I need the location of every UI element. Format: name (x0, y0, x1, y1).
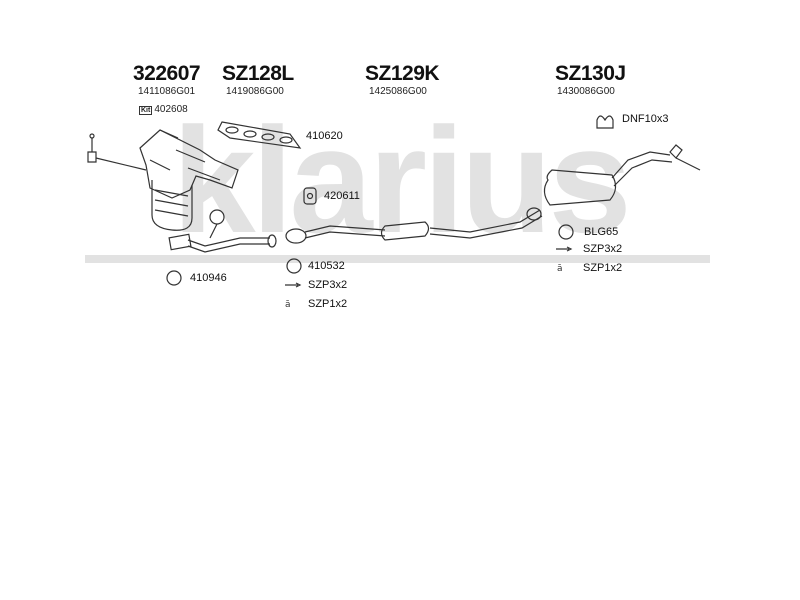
nut-icon-left: ā (285, 300, 291, 310)
part-code-sz130j: SZ130J (555, 62, 626, 85)
tail-link-pipe (429, 209, 543, 239)
catalyst-body (151, 180, 193, 231)
spring-bolt-icon-left (285, 282, 302, 288)
hanger-rubber-420611 (303, 187, 317, 205)
rear-silencer (543, 169, 617, 206)
label-410620: 410620 (306, 130, 343, 142)
kit-badge-icon: Kit (139, 106, 153, 115)
label-szp3x2-left: SZP3x2 (308, 279, 348, 291)
spring-bolt-icon-right (556, 246, 573, 252)
catalyst-manifold-runners (149, 129, 221, 181)
middle-flange (285, 228, 307, 244)
label-szp1x2-left: SZP1x2 (308, 298, 348, 310)
part-sub-sz130j: 1430086G00 (557, 86, 615, 97)
ring-gasket-blg65 (558, 224, 574, 240)
gasket-ring-stem (209, 223, 218, 239)
lambda-sensor-tip (89, 133, 95, 139)
part-code-sz129k: SZ129K (365, 62, 440, 85)
label-dnf10x3: DNF10x3 (622, 113, 669, 125)
intermediate-pipe (304, 225, 386, 239)
watermark-text: klarius (172, 96, 628, 264)
manifold-gasket (217, 121, 302, 149)
rear-joint-ring (526, 207, 542, 221)
part-code-sz128l: SZ128L (222, 62, 294, 85)
label-szp3x2-right: SZP3x2 (583, 243, 623, 255)
lambda-sensor (87, 138, 147, 171)
label-420611: 420611 (324, 190, 360, 202)
label-410532: 410532 (308, 260, 345, 272)
part-sub-sz128l: 1419086G00 (226, 86, 284, 97)
catalyst-manifold (139, 129, 239, 199)
tail-pipe (611, 151, 673, 187)
label-blg65: BLG65 (584, 226, 619, 238)
manifold-gasket-ports (225, 126, 293, 144)
part-code-322607: 322607 (133, 62, 201, 85)
front-pipe (187, 237, 270, 253)
watermark-underline (85, 255, 710, 263)
part-sub-322607: 1411086G01 (138, 86, 196, 97)
centre-silencer (380, 221, 430, 241)
nut-icon-right: ā (557, 264, 563, 274)
catalyst-ribs (154, 189, 189, 217)
dnf-hanger (596, 115, 614, 129)
label-410946: 410946 (190, 272, 227, 284)
tail-pipe-end (669, 144, 701, 171)
ring-gasket-410532 (286, 258, 302, 274)
part-sub-sz129k: 1425086G00 (369, 86, 427, 97)
kit-code: 402608 (154, 104, 188, 115)
front-pipe-joint (267, 234, 277, 248)
hanger-rubber-hole (306, 192, 314, 200)
ring-gasket-410946 (166, 270, 182, 286)
label-szp1x2-right: SZP1x2 (583, 262, 623, 274)
